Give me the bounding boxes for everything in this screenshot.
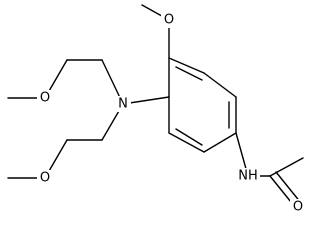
mask-methoxy-top-o (161, 12, 177, 28)
chemical-structure-diagram: O N O O NH O (7, 4, 306, 215)
atom-upper-chain-o: O (40, 91, 50, 106)
atom-methoxy-top-o: O (164, 13, 174, 28)
mask-amide-nh (236, 168, 260, 184)
bond-ring-1 (168, 57, 205, 74)
atom-lower-chain-o: O (40, 171, 50, 186)
bond-ring-double-1 (175, 66, 203, 81)
mask-lower-chain-o (37, 170, 53, 186)
bond-carbonyl-c-o-2 (275, 171, 302, 204)
bond-ring-double-3 (175, 128, 203, 146)
bond-carbonyl-c-methyl (269, 157, 304, 177)
atom-labels: O N O O NH O (40, 13, 303, 215)
atom-label-masks (37, 12, 306, 215)
mask-carbonyl-o (290, 199, 306, 215)
atom-amide-nh: NH (238, 169, 258, 184)
mask-amine-n (115, 96, 131, 112)
atom-amine-n: N (118, 97, 128, 112)
bond-ring-5 (168, 132, 205, 153)
bond-ring-2 (203, 72, 237, 98)
bond-ring-4 (203, 132, 237, 153)
mask-upper-chain-o (37, 90, 53, 106)
atom-carbonyl-o: O (293, 200, 303, 215)
